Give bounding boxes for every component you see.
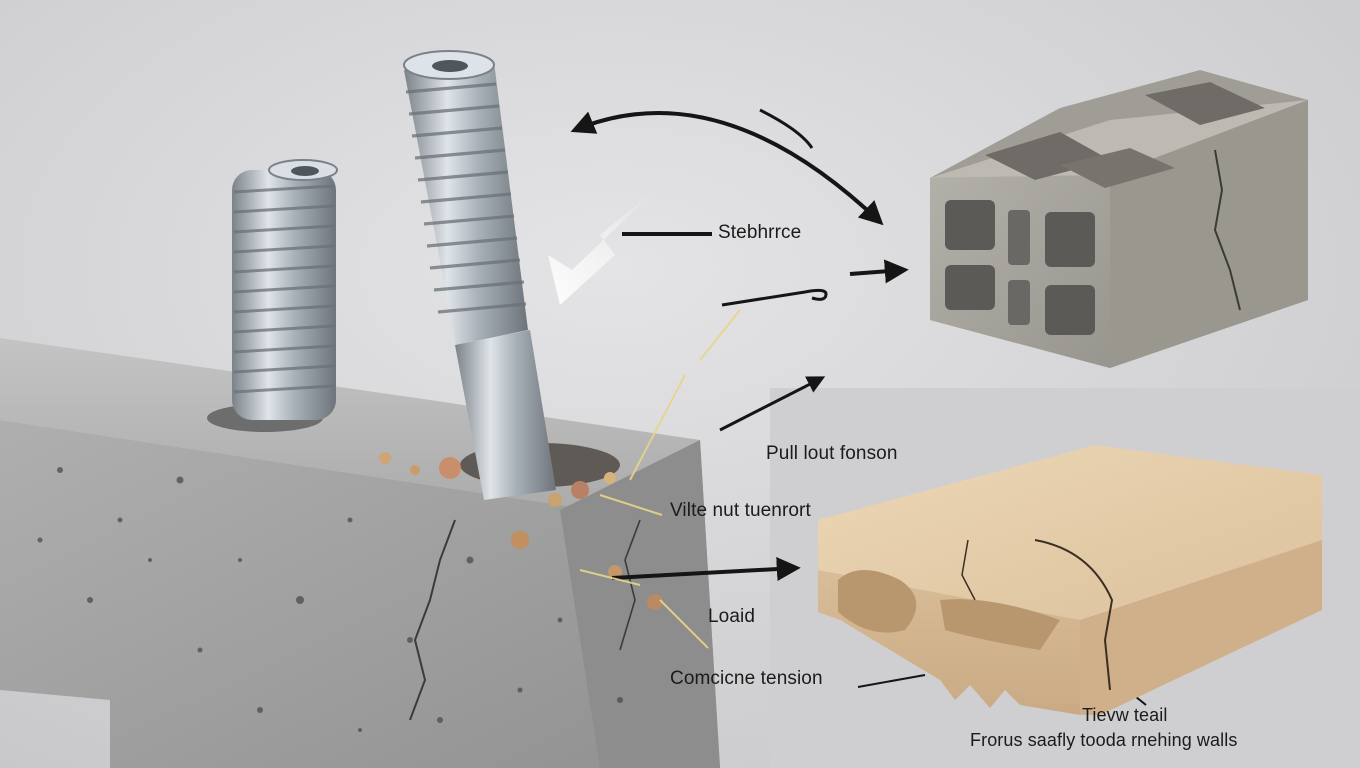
label-stebhrrce: Stebhrrce [718,222,802,243]
cmu-crack [1213,149,1241,311]
concrete-crack [409,519,456,721]
concrete-crack-2 [619,519,641,651]
label-loaid: Loaid [708,606,755,627]
curved-arrow [570,111,884,226]
motion-arrow-white [548,190,660,305]
stress-lines [579,309,741,649]
label-pull-lout-fonson: Pull lout fonson [766,443,898,464]
aggregate-particles [379,452,663,610]
anchor-bolt-small [232,159,338,420]
arrow-load [611,557,801,582]
annotation-arrows [570,108,1147,706]
arrow-pullout [719,376,826,432]
label-frorus: Frorus saafly tooda rnehing walls [970,730,1238,750]
anchor-bolt-large [403,50,556,500]
sand-crack [1034,539,1114,691]
cmu-block [930,70,1308,368]
sand-block [818,445,1322,715]
leader-tension [857,674,926,688]
label-tievw-teail: Tievw teail [1082,705,1168,725]
concrete-slab [0,338,720,768]
hook-wire [721,288,828,307]
label-comcicne-tension: Comcicne tension [670,668,823,689]
concrete-pores [37,467,623,732]
label-vilte-nut-tuenrort: Vilte nut tuenrort [670,500,811,521]
arrow-to-cmu [849,259,909,284]
